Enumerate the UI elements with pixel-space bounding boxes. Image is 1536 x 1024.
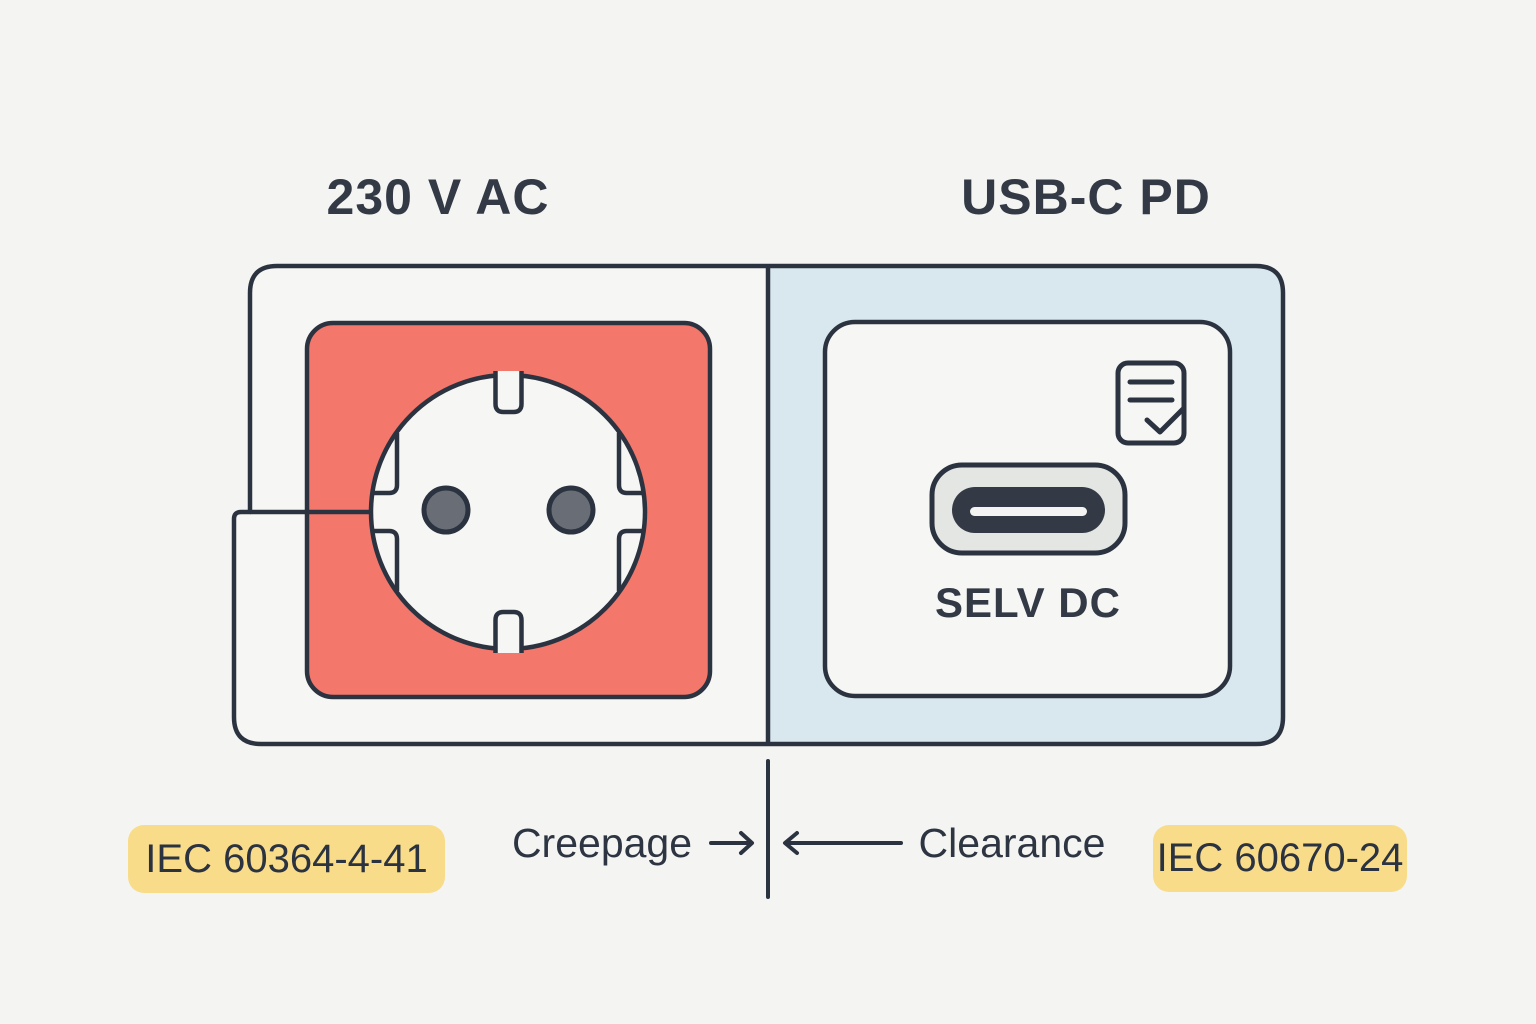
checklist-icon [1115, 360, 1187, 446]
selv-title: USB-C PD [961, 169, 1211, 225]
standard-badge-mains: IEC 60364-4-41 [128, 825, 445, 893]
earth-clip-left-lower [372, 528, 400, 591]
mains-title: 230 V AC [326, 169, 550, 225]
selv-dc-label: SELV DC [935, 579, 1121, 626]
usb-c-port-icon [929, 462, 1128, 556]
arrow-right-icon [709, 831, 754, 855]
socket-recess [368, 372, 648, 652]
pin-hole-right [546, 485, 596, 535]
pin-hole-left [421, 485, 471, 535]
clearance-label: Clearance [918, 820, 1106, 866]
usb-c-port-tongue [970, 507, 1087, 516]
earth-clip-left-upper [372, 433, 400, 496]
schuko-socket-icon [250, 320, 713, 700]
enclosure-outline [231, 263, 1286, 747]
earth-clip-right-lower [616, 528, 644, 591]
arrow-left-icon [783, 831, 903, 855]
usb-module [822, 319, 1233, 699]
checklist-sheet [1115, 360, 1187, 446]
socket-bottom-notch [493, 609, 524, 653]
earth-clip-right-upper [616, 433, 644, 496]
standard-badge-selv: IEC 60670-24 [1153, 825, 1407, 892]
socket-top-notch [493, 371, 524, 415]
creepage-label: Creepage [511, 820, 693, 866]
checklist-checkmark [1144, 406, 1186, 435]
